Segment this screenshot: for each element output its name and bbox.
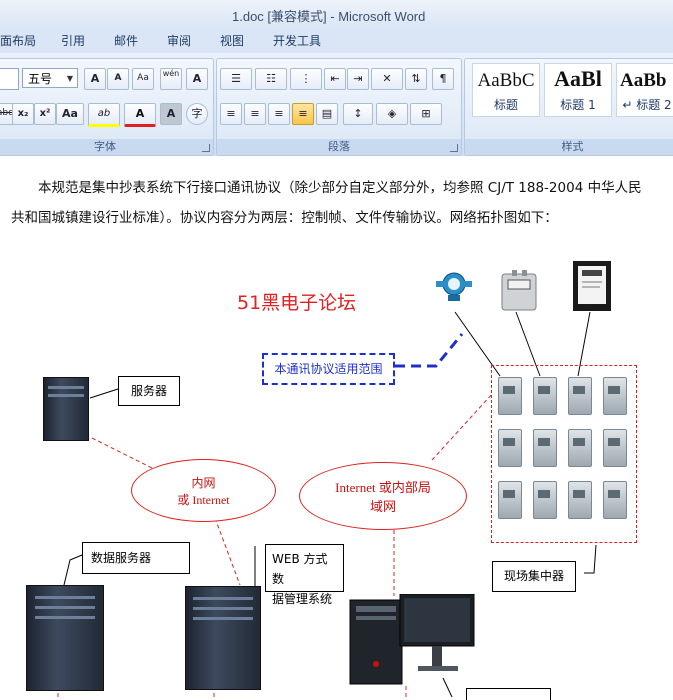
distributed-icon[interactable]: ▤	[316, 103, 338, 125]
protocol-scope-box: 本通讯协议适用范围	[262, 353, 395, 385]
water-meter-icon	[434, 268, 474, 304]
intranet-ellipse: 内网 或 Internet	[131, 459, 276, 522]
internet-text-1: Internet 或内部局	[335, 480, 431, 495]
paragraph-shading-icon[interactable]: ◈	[376, 103, 408, 125]
superscript-button[interactable]: x²	[34, 103, 56, 125]
grow-font-button[interactable]: A	[84, 68, 106, 90]
ribbon-tabs: 面布局 引用 邮件 审阅 视图 开发工具	[0, 27, 673, 54]
character-border-button[interactable]: A	[186, 68, 208, 90]
tab-developer[interactable]: 开发工具	[273, 34, 322, 48]
gas-meter-icon	[500, 270, 538, 312]
enclose-characters-button[interactable]: 字	[186, 103, 208, 125]
concentrator-meter-icon	[568, 429, 592, 467]
character-shading-button[interactable]: A	[160, 103, 182, 125]
bullets-icon[interactable]: ☰	[220, 68, 252, 90]
align-left-icon[interactable]: ≡	[220, 103, 242, 125]
window-title: 1.doc [兼容模式] - Microsoft Word	[232, 9, 426, 24]
concentrator-meter-icon	[603, 377, 627, 415]
data-server-label: 数据服务器	[82, 542, 190, 574]
electric-meter-icon	[572, 260, 612, 312]
title-bar: 1.doc [兼容模式] - Microsoft Word	[0, 0, 673, 27]
font-dialog-launcher-icon[interactable]	[202, 144, 210, 152]
highlight-color-button[interactable]: ab	[88, 103, 120, 127]
concentrator-meter-icon	[498, 377, 522, 415]
internet-text-2: 域网	[369, 499, 396, 514]
concentrator-meter-icon	[568, 377, 592, 415]
sort-icon[interactable]: ⇅	[405, 68, 427, 90]
bottom-partial-label	[466, 688, 551, 700]
intranet-text-2: 或 Internet	[177, 493, 230, 507]
web-system-text-1: WEB 方式数	[272, 552, 328, 586]
concentrator-region	[491, 365, 637, 543]
font-size-dropdown[interactable]: 五号 ▼	[22, 68, 78, 88]
align-right-icon[interactable]: ≡	[268, 103, 290, 125]
concentrator-meter-icon	[603, 481, 627, 519]
subscript-button[interactable]: x₂	[12, 103, 34, 125]
style-heading-1[interactable]: AaBl 标题 1	[544, 63, 612, 117]
paragraph-dialog-launcher-icon[interactable]	[450, 144, 458, 152]
concentrator-meter-icon	[533, 377, 557, 415]
concentrator-meter-icon	[498, 429, 522, 467]
show-marks-icon[interactable]: ¶	[432, 68, 454, 90]
web-server-icon	[185, 586, 261, 690]
style-name: 标题 1	[560, 98, 596, 112]
multilevel-list-icon[interactable]: ⋮	[290, 68, 322, 90]
change-case-button[interactable]: Aa	[56, 103, 84, 125]
paragraph-line-1: 本规范是集中抄表系统下行接口通讯协议（除少部分自定义部分外，均参照 CJ/T 1…	[38, 180, 642, 196]
tab-review[interactable]: 审阅	[167, 34, 192, 48]
font-group-label: 字体	[0, 139, 213, 155]
phonetic-guide-button[interactable]: wén	[160, 68, 182, 90]
clear-format-button[interactable]: Aa	[132, 68, 154, 90]
tab-references[interactable]: 引用	[61, 34, 86, 48]
style-name: ↵ 标题 2	[622, 98, 672, 112]
internet-ellipse: Internet 或内部局 域网	[299, 462, 467, 530]
concentrator-meter-icon	[498, 481, 522, 519]
intranet-text-1: 内网	[191, 476, 216, 490]
increase-indent-icon[interactable]: ⇥	[347, 68, 369, 90]
style-name: 标题	[493, 98, 518, 112]
style-heading-2[interactable]: AaBb ↵ 标题 2	[616, 63, 673, 117]
data-server-icon	[26, 585, 104, 691]
style-title[interactable]: AaBbC 标题	[472, 63, 540, 117]
desktop-computer-icon	[346, 593, 476, 688]
chinese-layout-icon[interactable]: ✕	[371, 68, 403, 90]
concentrator-meter-icon	[533, 429, 557, 467]
numbering-icon[interactable]: ☷	[255, 68, 287, 90]
tab-mailings[interactable]: 邮件	[114, 34, 139, 48]
style-sample: AaBl	[554, 66, 602, 91]
web-system-text-2: 据管理系统	[272, 592, 333, 606]
tab-page-layout[interactable]: 面布局	[0, 34, 37, 48]
font-color-button[interactable]: A	[124, 103, 156, 127]
concentrator-label: 现场集中器	[492, 561, 576, 592]
web-system-label: WEB 方式数 据管理系统	[265, 544, 344, 606]
paragraph-line-2: 共和国城镇建设行业标准）。协议内容分为两层：控制帧、文件传输协议。网络拓扑图如下…	[11, 210, 558, 226]
concentrator-meter-icon	[533, 481, 557, 519]
font-size-value: 五号	[28, 72, 53, 86]
decrease-indent-icon[interactable]: ⇤	[324, 68, 346, 90]
brand-watermark-text: 51黑电子论坛	[237, 292, 357, 314]
server-label: 服务器	[118, 376, 180, 406]
shrink-font-button[interactable]: A	[107, 68, 129, 90]
line-spacing-icon[interactable]: ↕	[343, 103, 373, 125]
tab-view[interactable]: 视图	[220, 34, 245, 48]
concentrator-meter-icon	[603, 429, 627, 467]
style-sample: AaBb	[620, 70, 667, 91]
concentrator-meter-icon	[568, 481, 592, 519]
align-center-icon[interactable]: ≡	[244, 103, 266, 125]
styles-group-label: 样式	[465, 139, 673, 155]
borders-icon[interactable]: ⊞	[410, 103, 442, 125]
justify-icon[interactable]: ≡	[292, 103, 314, 125]
document-page[interactable]	[0, 158, 673, 697]
chevron-down-icon: ▼	[66, 74, 73, 83]
paragraph-group-label: 段落	[217, 139, 461, 155]
server-icon	[43, 377, 89, 441]
font-family-dropdown[interactable]	[0, 68, 19, 90]
style-sample: AaBbC	[477, 70, 535, 91]
protocol-scope-label: 本通讯协议适用范围	[274, 362, 383, 376]
